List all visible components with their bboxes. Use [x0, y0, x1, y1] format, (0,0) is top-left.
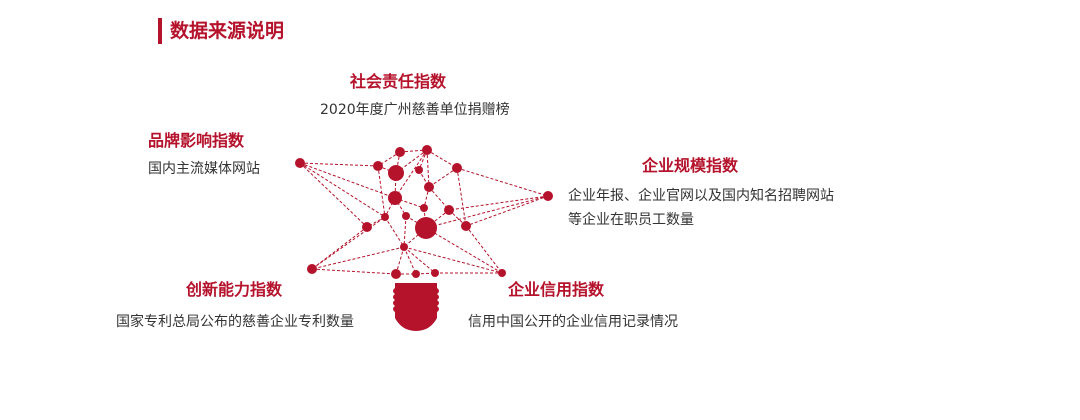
credit-heading: 企业信用指数	[508, 280, 605, 299]
network-node	[412, 270, 420, 278]
network-link	[403, 246, 436, 274]
network-node	[295, 158, 305, 168]
credit-desc: 信用中国公开的企业信用记录情况	[468, 314, 678, 330]
network-link	[465, 225, 503, 274]
network-node	[388, 165, 404, 181]
network-link	[456, 167, 467, 227]
network-link	[311, 268, 397, 275]
network-node	[424, 182, 434, 192]
network-node	[391, 269, 401, 279]
network-node	[388, 191, 402, 205]
network-node	[543, 191, 553, 201]
network-link	[299, 162, 386, 218]
scale-heading: 企业规模指数	[642, 156, 739, 175]
social-desc: 2020年度广州慈善单位捐赠榜	[320, 102, 510, 118]
network-link	[311, 246, 405, 270]
network-node	[422, 145, 432, 155]
network-link	[299, 162, 396, 199]
scale-desc-2: 等企业在职员工数量	[568, 212, 694, 228]
scale-desc-1: 企业年报、企业官网以及国内知名招聘网站	[568, 188, 834, 204]
network-node	[373, 161, 383, 171]
network-node	[498, 269, 506, 277]
network-link	[428, 167, 458, 188]
network-node	[402, 212, 410, 220]
network-link	[299, 162, 379, 167]
network-link	[384, 216, 405, 248]
bulb-base-icon	[393, 283, 439, 331]
innovation-heading: 创新能力指数	[186, 280, 283, 299]
network-link	[448, 195, 549, 211]
network-node	[307, 264, 317, 274]
network-link	[426, 149, 430, 188]
network-node	[362, 222, 372, 232]
network-node	[415, 217, 437, 239]
network-node	[444, 205, 454, 215]
network-node	[452, 163, 462, 173]
network-link	[299, 162, 368, 228]
network-link	[448, 209, 467, 227]
network-node	[395, 147, 405, 157]
network-link	[377, 165, 386, 218]
network-node	[420, 204, 428, 212]
network-node	[461, 221, 471, 231]
brand-heading: 品牌影响指数	[148, 131, 245, 150]
social-heading: 社会责任指数	[350, 72, 447, 91]
network-link	[403, 215, 407, 248]
network-link	[405, 215, 427, 229]
network-link	[425, 195, 549, 229]
network-link	[426, 149, 458, 169]
network-link	[403, 246, 417, 275]
network-link	[456, 167, 549, 197]
network-link	[465, 195, 549, 227]
brand-desc: 国内主流媒体网站	[148, 161, 260, 177]
network-node	[415, 166, 423, 174]
network-node	[400, 243, 408, 251]
network-node	[381, 213, 389, 221]
network-link	[425, 227, 503, 274]
section-title: 数据来源说明	[158, 18, 284, 44]
network-node	[431, 269, 439, 277]
network-link	[403, 246, 503, 274]
network-link	[428, 186, 450, 211]
innovation-desc: 国家专利总局公布的慈善企业专利数量	[116, 314, 354, 330]
